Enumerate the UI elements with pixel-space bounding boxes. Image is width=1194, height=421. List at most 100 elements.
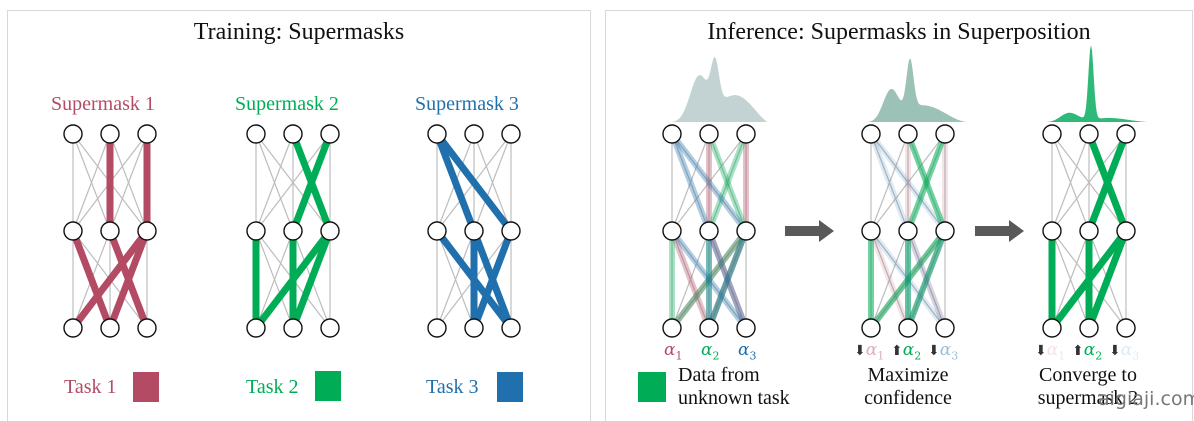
progress-arrow-2-head xyxy=(1009,220,1024,242)
supermask-1-network-mask-edge xyxy=(106,229,151,330)
supermask-2-network-node xyxy=(283,221,303,241)
stage-3-network-node xyxy=(1042,124,1062,144)
alpha-1-stage-2: ⬇α1 xyxy=(854,340,884,362)
arrow-up-icon: ⬆ xyxy=(891,343,903,359)
stage-2-output-distribution xyxy=(858,58,974,122)
supermask-3-network-node xyxy=(501,221,521,241)
supermask-2-network-mask-edge xyxy=(289,229,334,330)
task-3-swatch xyxy=(497,372,523,402)
alpha-symbol: α2 xyxy=(1083,340,1103,363)
stage-2-network-base-edge xyxy=(870,230,909,329)
unknown-task-swatch xyxy=(638,372,666,402)
stage-2-network-node xyxy=(935,318,955,338)
arrow-up-icon: ⬆ xyxy=(1072,343,1084,359)
supermask-2-network-node xyxy=(320,124,340,144)
task-1-swatch xyxy=(133,372,159,402)
caption-line: unknown task xyxy=(678,387,790,409)
stage-2-network-mask-edge xyxy=(905,132,948,233)
stage-3-network-base-edge xyxy=(1051,133,1127,232)
stage-1-network-node xyxy=(736,124,756,144)
stage-2-network-node xyxy=(935,221,955,241)
training-title: Training: Supermasks xyxy=(193,19,405,45)
alpha-3-stage-2: ⬇α3 xyxy=(928,340,958,362)
supermask-2-network-node xyxy=(283,124,303,144)
supermask-2-network-base-edge xyxy=(255,230,294,329)
stage-1-network-base-edge xyxy=(671,230,710,329)
stage-3-network-mask-edge xyxy=(1049,228,1129,331)
stage-2-network-base-edge xyxy=(870,133,946,232)
caption-line: Maximize xyxy=(867,364,949,386)
supermask-2-network-base-edge xyxy=(255,133,331,232)
stage-1-network-node xyxy=(736,318,756,338)
alpha-symbol: α1 xyxy=(1046,340,1066,363)
stage-1-network-node xyxy=(699,221,719,241)
stage-1-network-mask-edge xyxy=(669,132,749,233)
stage-2-network-mask-edge xyxy=(868,132,911,233)
supermask-1-network-node xyxy=(100,318,120,338)
stage-3-network-node xyxy=(1042,318,1062,338)
supermask-2-network-node xyxy=(283,318,303,338)
supermask-1-network-mask-edge xyxy=(70,228,150,331)
caption-line: Data from xyxy=(678,364,760,386)
stage-1-network-mask-edge xyxy=(669,229,712,330)
supermask-2-network-base-edge xyxy=(255,133,294,232)
stage-1-network-mask-edge xyxy=(706,229,749,330)
supermask-1-network-node xyxy=(137,318,157,338)
stage-1-network-mask-edge xyxy=(669,229,749,330)
supermask-1-network-node xyxy=(63,124,83,144)
stage-1-network-mask-edge xyxy=(706,229,749,330)
alpha-symbol: α2 xyxy=(902,340,922,363)
supermask-3-network-base-edge xyxy=(436,230,475,329)
stage-1-network-base-edge xyxy=(671,133,747,232)
supermask-2-network-mask-edge xyxy=(289,132,334,233)
alpha-1-stage-1: α1 xyxy=(664,340,682,362)
supermask-2-network-node xyxy=(320,318,340,338)
supermask-3-network-base-edge xyxy=(473,133,512,232)
inference-panel: Inference: Supermasks in Superposition xyxy=(605,10,1193,421)
stage-1-network-base-edge xyxy=(671,230,747,329)
supermask-3-network-node xyxy=(501,124,521,144)
watermark: aigiaji.com xyxy=(1098,388,1194,410)
stage-1-network-mask-edge xyxy=(669,229,749,330)
stage-3-network-base-edge xyxy=(1051,230,1090,329)
supermask-3-network-mask-edge xyxy=(433,132,478,233)
supermask-1-network-mask-edge xyxy=(69,229,114,330)
supermask-2-label: Supermask 2 xyxy=(235,93,339,115)
supermask-2-network-node xyxy=(246,318,266,338)
arrow-down-icon: ⬇ xyxy=(1035,343,1047,359)
stage-1-network-base-edge xyxy=(708,230,747,329)
alpha-2-stage-3: ⬆α2 xyxy=(1072,340,1102,362)
stage-2-network-node xyxy=(935,124,955,144)
stage-2-caption: Maximize confidence xyxy=(848,364,968,410)
task-3-label: Task 3 xyxy=(426,376,479,398)
stage-3-network-node xyxy=(1079,221,1099,241)
supermask-1-network-base-edge xyxy=(109,133,148,232)
stage-1-caption: Data from unknown task xyxy=(678,364,790,410)
arrow-down-icon: ⬇ xyxy=(1109,343,1121,359)
alpha-2-stage-2: ⬆α2 xyxy=(891,340,921,362)
supermask-1-network-node xyxy=(100,221,120,241)
alpha-symbol: α1 xyxy=(865,340,885,363)
caption-line: Converge to xyxy=(1039,364,1137,386)
progress-arrow-1-head xyxy=(819,220,834,242)
stage-3-network-base-edge xyxy=(1051,133,1090,232)
stage-2-network-mask-edge xyxy=(868,229,911,330)
supermask-1-network-node xyxy=(137,124,157,144)
stage-1-network-node xyxy=(736,221,756,241)
alpha-symbol: α3 xyxy=(939,340,959,363)
stage-2-network-node xyxy=(898,318,918,338)
stage-2-network-node xyxy=(898,124,918,144)
stage-2-network-node xyxy=(861,318,881,338)
stage-1-network-node xyxy=(699,318,719,338)
supermask-1-network-base-edge xyxy=(72,133,111,232)
supermask-3-network-node xyxy=(464,124,484,144)
stage-3-network-node xyxy=(1079,318,1099,338)
supermask-3-network-mask-edge xyxy=(470,229,515,330)
stage-2-network-mask-edge xyxy=(868,229,948,330)
inference-title: Inference: Supermasks in Superposition xyxy=(707,19,1091,45)
supermask-3-network-node xyxy=(427,221,447,241)
stage-1-output-distribution xyxy=(659,57,775,122)
stage-1-network-mask-edge xyxy=(706,229,749,330)
progress-arrow-1-shaft xyxy=(785,226,819,236)
